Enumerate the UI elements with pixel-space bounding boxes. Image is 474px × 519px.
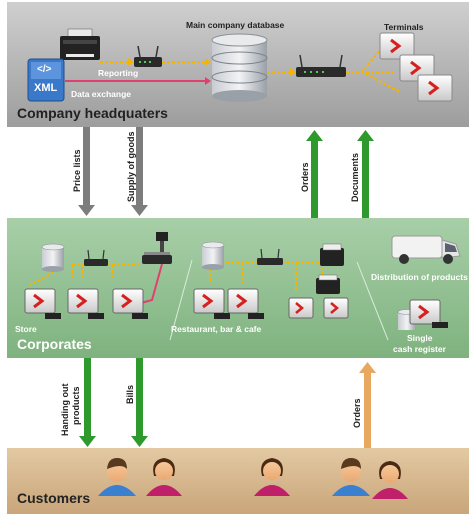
customer-male-icon (332, 458, 370, 496)
waiter-tablet-icon (323, 297, 349, 319)
supply-of-goods-label: Supply of goods (126, 131, 136, 203)
main-database-icon (211, 33, 268, 102)
store-database-icon (41, 243, 65, 272)
documents-label: Documents (350, 152, 360, 202)
documents-up-arrow (357, 130, 374, 218)
handing-out-label-line2: products (71, 386, 81, 425)
customer-female-icon (372, 461, 408, 499)
terminals-label: Terminals (384, 22, 424, 32)
printer-icon (60, 28, 100, 60)
handing-out-label-line1: Handing out (60, 383, 70, 437)
xml-badge-label: XML (34, 82, 58, 94)
restaurant-database-icon (201, 241, 225, 270)
price-lists-label: Price lists (72, 149, 82, 192)
customer-female-icon (146, 458, 182, 496)
main-database-label: Main company database (186, 20, 285, 30)
delivery-van-icon (391, 235, 461, 264)
store-router-icon (84, 249, 108, 266)
price-lists-arrow (78, 127, 95, 216)
customer-male-icon (98, 458, 136, 496)
terminal-router-icon (296, 54, 346, 77)
restaurant-pos-terminal-icon (193, 288, 230, 319)
single-register-label-line1: Single (407, 333, 433, 343)
distribution-label: Distribution of products (371, 272, 468, 282)
terminal-icon (379, 32, 415, 60)
single-register-label-line2: cash register (393, 344, 446, 354)
orders-up-arrow (306, 130, 323, 218)
restaurant-pos-terminal-icon (227, 288, 264, 319)
corporates-title: Corporates (17, 336, 92, 352)
customers-title: Customers (17, 490, 91, 506)
customer-female-icon (254, 458, 290, 496)
restaurant-label: Restaurant, bar & cafe (171, 324, 262, 334)
handing-out-products-arrow (79, 358, 96, 447)
kitchen-printer-icon (320, 243, 344, 266)
scale-icon (142, 232, 172, 264)
restaurant-connectors (209, 261, 323, 290)
customer-orders-up-arrow (359, 362, 376, 448)
store-pos-terminal-icon (112, 288, 148, 319)
store-pos-terminal-icon (24, 288, 61, 319)
store-pos-terminal-icon (67, 288, 104, 319)
orders-label: Orders (300, 162, 310, 192)
hq-router-icon (134, 45, 162, 67)
bills-arrow (131, 358, 148, 447)
single-cash-register-icon (397, 299, 448, 330)
bills-label: Bills (125, 384, 135, 404)
xml-file-icon (27, 58, 65, 102)
store-label: Store (15, 324, 37, 334)
terminal-icon (417, 74, 453, 102)
hq-connectors (65, 49, 401, 93)
data-exchange-label: Data exchange (71, 89, 131, 99)
customer-orders-label: Orders (352, 398, 362, 428)
restaurant-router-icon (257, 248, 283, 265)
xml-code-glyph: </> (37, 64, 52, 75)
receipt-printer-icon (316, 274, 340, 294)
supply-of-goods-arrow (131, 127, 148, 216)
reporting-label: Reporting (98, 68, 139, 78)
waiter-tablet-icon (288, 297, 314, 319)
headquarters-title: Company headquaters (17, 105, 168, 121)
